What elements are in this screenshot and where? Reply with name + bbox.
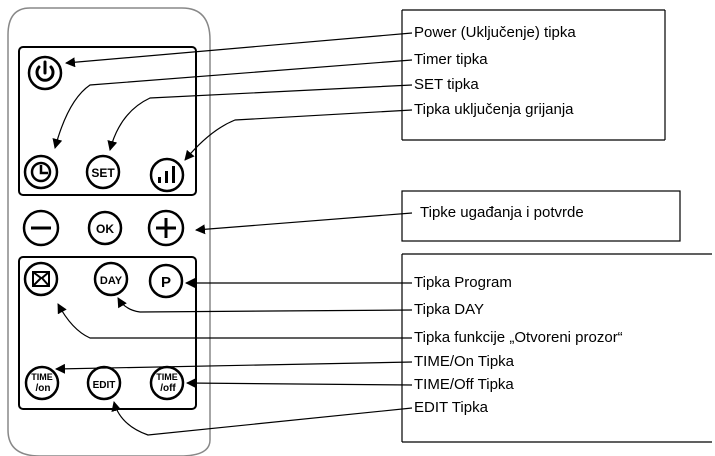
set-button[interactable]: SET xyxy=(85,154,121,190)
power-button[interactable] xyxy=(27,55,63,91)
svg-text:DAY: DAY xyxy=(100,275,123,287)
svg-text:/on: /on xyxy=(36,383,51,394)
leader-time-off xyxy=(186,378,413,389)
ok-button[interactable]: OK xyxy=(87,210,123,246)
svg-text:TIME: TIME xyxy=(31,372,53,382)
label-time-off: TIME/Off Tipka xyxy=(414,376,514,393)
bottom-button-group xyxy=(18,256,197,410)
leader-power xyxy=(65,32,413,68)
svg-text:OK: OK xyxy=(96,222,114,236)
open-window-button[interactable] xyxy=(23,261,59,297)
svg-text:SET: SET xyxy=(91,166,115,180)
power-icon xyxy=(35,65,55,82)
label-adjust: Tipke ugađanja i potvrde xyxy=(420,204,584,221)
leader-edit xyxy=(111,401,413,436)
time-on-button[interactable]: TIME /on xyxy=(24,365,60,401)
leader-day xyxy=(117,297,413,313)
label-day: Tipka DAY xyxy=(414,301,485,318)
leader-set xyxy=(107,84,413,151)
callout-box-adjust xyxy=(401,190,681,242)
timer-button[interactable] xyxy=(23,154,59,190)
label-heating: Tipka uključenja grijanja xyxy=(414,101,574,118)
signal-bars-icon xyxy=(158,166,175,183)
label-time-on: TIME/On Tipka xyxy=(414,353,515,370)
leader-time-on xyxy=(55,361,413,374)
leader-timer xyxy=(52,59,413,149)
plus-button[interactable] xyxy=(147,209,185,247)
svg-text:TIME: TIME xyxy=(156,372,178,382)
time-off-button[interactable]: TIME /off xyxy=(149,365,185,401)
leader-heating xyxy=(184,109,413,161)
open-window-icon xyxy=(32,271,50,287)
clock-icon xyxy=(30,161,52,183)
remote-body xyxy=(7,7,211,456)
day-button[interactable]: DAY xyxy=(93,261,129,297)
svg-text:EDIT: EDIT xyxy=(93,380,116,391)
label-set: SET tipka xyxy=(414,76,479,93)
label-edit: EDIT Tipka xyxy=(414,399,488,416)
callout-box-top xyxy=(401,9,666,141)
top-button-group xyxy=(18,46,197,196)
leader-window xyxy=(57,303,412,339)
label-program: Tipka Program xyxy=(414,274,512,291)
minus-button[interactable] xyxy=(22,209,60,247)
label-power: Power (Uključenje) tipka xyxy=(414,24,576,41)
callout-box-bottom xyxy=(401,253,712,443)
leader-adjust xyxy=(195,212,413,235)
heating-button[interactable] xyxy=(149,157,185,193)
edit-button[interactable]: EDIT xyxy=(86,365,122,401)
svg-text:P: P xyxy=(161,274,171,291)
label-timer: Timer tipka xyxy=(414,51,488,68)
label-window: Tipka funkcije „Otvoreni prozor“ xyxy=(414,329,623,346)
svg-text:/off: /off xyxy=(160,383,176,394)
plus-icon xyxy=(156,218,176,238)
program-button[interactable]: P xyxy=(148,263,184,299)
